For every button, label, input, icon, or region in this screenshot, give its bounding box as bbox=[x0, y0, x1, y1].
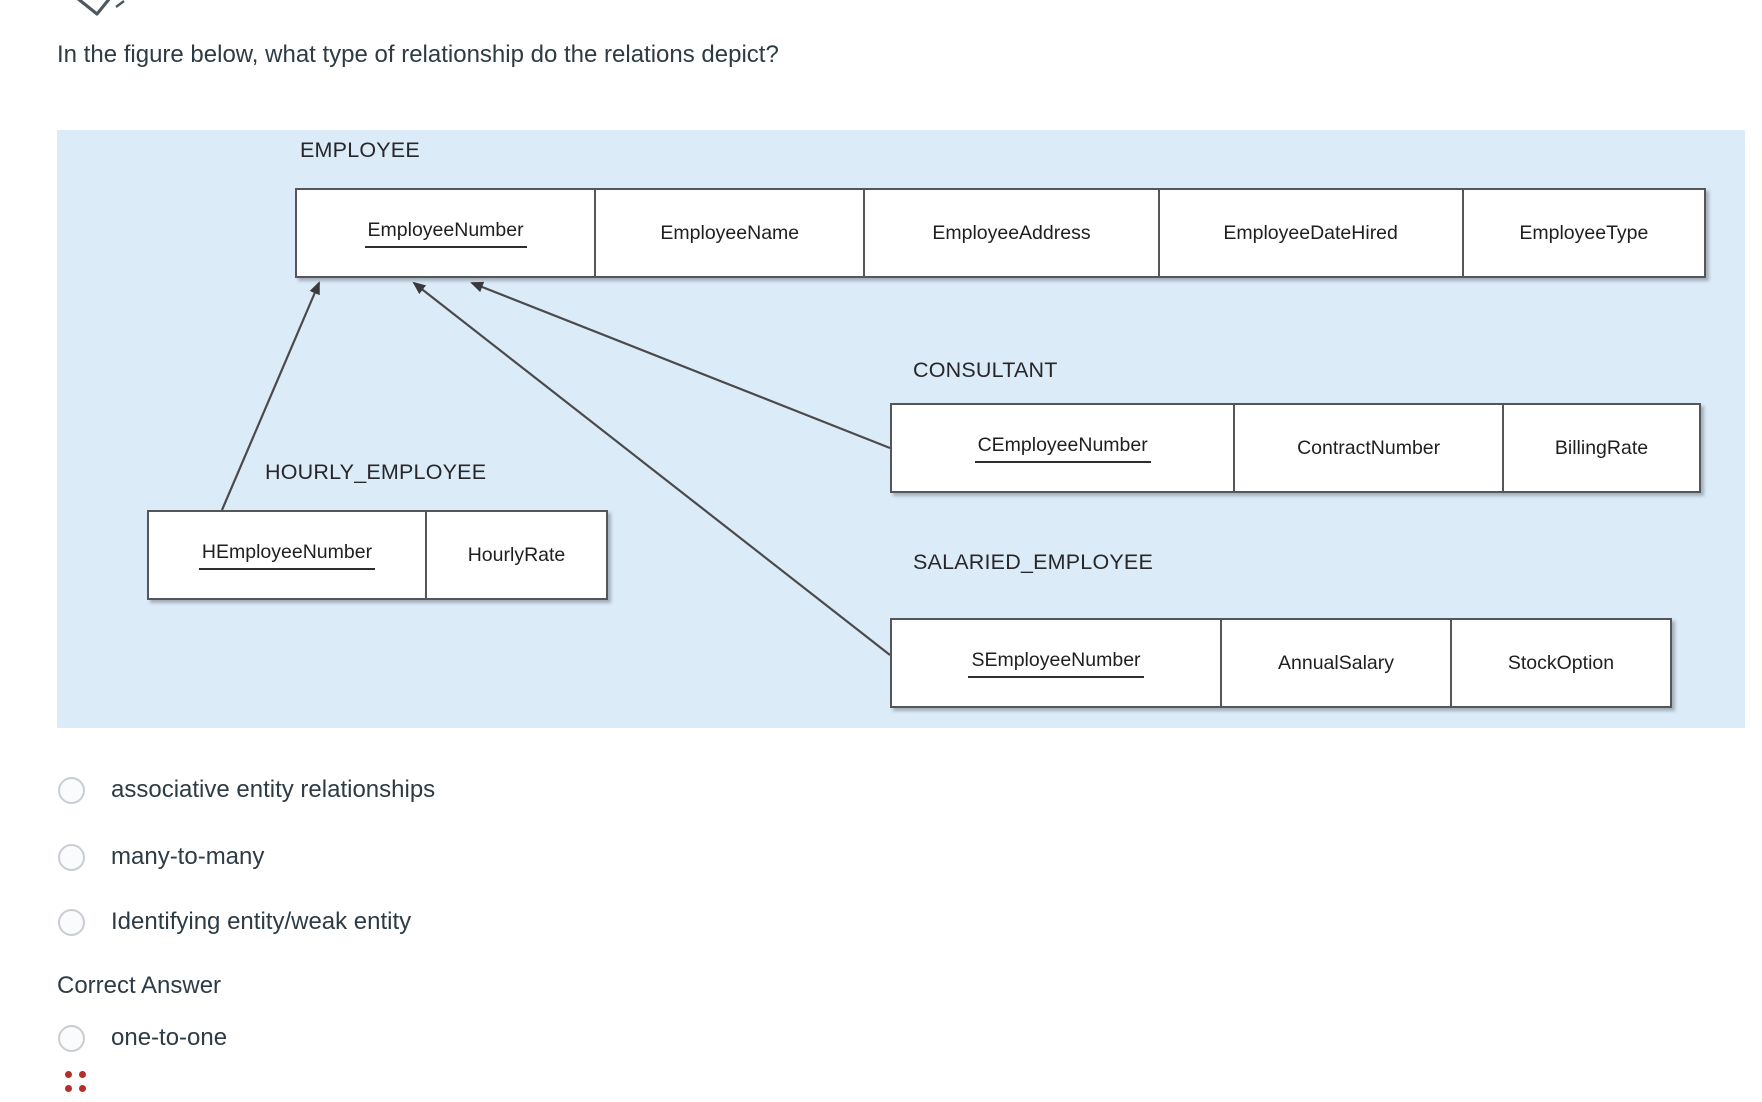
attribute-cell: EmployeeAddress bbox=[865, 190, 1160, 276]
attribute-cell: CEmployeeNumber bbox=[892, 405, 1236, 491]
hourly-employee-relation-title: HOURLY_EMPLOYEE bbox=[265, 460, 487, 484]
salaried-employee-relation-table: SEmployeeNumber AnnualSalary StockOption bbox=[890, 618, 1672, 708]
option-label[interactable]: associative entity relationships bbox=[111, 776, 436, 803]
attribute-cell: ContractNumber bbox=[1235, 405, 1504, 491]
question-text: In the figure below, what type of relati… bbox=[57, 41, 779, 68]
consultant-relation-title: CONSULTANT bbox=[913, 358, 1058, 382]
speaker-icon[interactable] bbox=[58, 0, 138, 22]
relations-figure: EMPLOYEE EmployeeNumber EmployeeName Emp… bbox=[57, 130, 1745, 728]
attribute-cell: EmployeeName bbox=[596, 190, 866, 276]
radio-button[interactable] bbox=[58, 1024, 85, 1052]
option-associative[interactable]: associative entity relationships bbox=[58, 776, 435, 804]
radio-button[interactable] bbox=[58, 776, 85, 804]
attribute-cell: EmployeeNumber bbox=[297, 190, 597, 276]
option-one-to-one[interactable]: one-to-one bbox=[58, 1024, 227, 1052]
attribute-cell: EmployeeDateHired bbox=[1160, 190, 1464, 276]
option-label[interactable]: Identifying entity/weak entity bbox=[111, 908, 412, 935]
hourly-employee-relation-table: HEmployeeNumber HourlyRate bbox=[147, 510, 608, 600]
attribute-cell: BillingRate bbox=[1554, 436, 1649, 459]
salaried-employee-relation-title: SALARIED_EMPLOYEE bbox=[913, 550, 1153, 574]
attribute-cell: AnnualSalary bbox=[1222, 620, 1452, 706]
attribute-cell: StockOption bbox=[1507, 651, 1615, 674]
attribute-cell: EmployeeType bbox=[1519, 221, 1649, 244]
employee-relation-table: EmployeeNumber EmployeeName EmployeeAddr… bbox=[295, 188, 1706, 278]
drag-handle-icon[interactable] bbox=[65, 1071, 91, 1097]
option-label[interactable]: one-to-one bbox=[111, 1024, 228, 1051]
option-identifying-weak-entity[interactable]: Identifying entity/weak entity bbox=[58, 908, 411, 936]
attribute-cell: HEmployeeNumber bbox=[149, 512, 427, 598]
consultant-relation-table: CEmployeeNumber ContractNumber BillingRa… bbox=[890, 403, 1701, 493]
option-label[interactable]: many-to-many bbox=[111, 843, 265, 870]
employee-relation-title: EMPLOYEE bbox=[300, 138, 420, 162]
correct-answer-heading: Correct Answer bbox=[57, 972, 222, 999]
attribute-cell: HourlyRate bbox=[467, 543, 566, 566]
attribute-cell: SEmployeeNumber bbox=[892, 620, 1222, 706]
radio-button[interactable] bbox=[58, 843, 85, 871]
option-many-to-many[interactable]: many-to-many bbox=[58, 843, 264, 871]
radio-button[interactable] bbox=[58, 908, 85, 936]
